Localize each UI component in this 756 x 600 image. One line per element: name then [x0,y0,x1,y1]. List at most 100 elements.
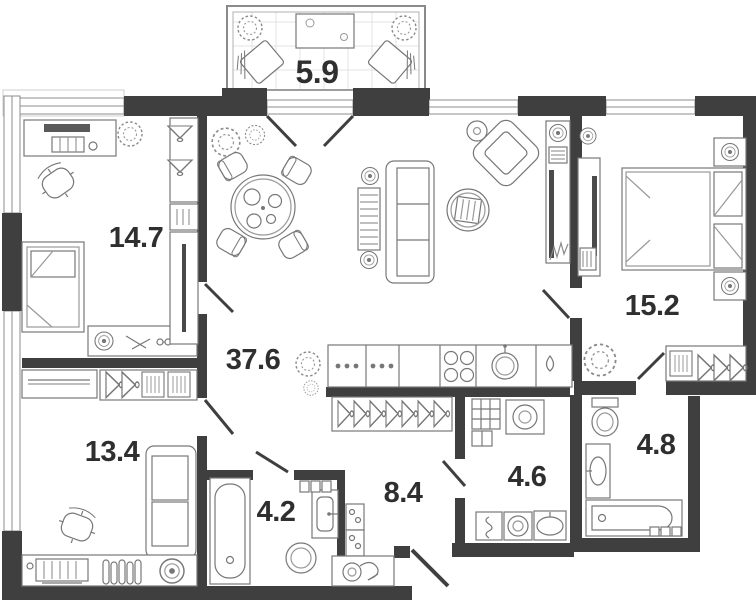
wall-room2-hall-upper [197,364,207,398]
nightstand-bottom [713,271,747,301]
wall-bottom-ensuite [574,538,700,552]
wall-ensuite-right [688,396,700,542]
balcony-door-reveal-left [265,114,298,148]
tv-icon [182,244,186,332]
wall-bottom [2,586,412,600]
pillow-icon [30,250,76,278]
room-label-room2: 13.4 [85,436,140,468]
wall-bottom-wc [452,543,574,557]
door-bedroom [541,288,571,320]
media-wall-bedroom [577,127,601,277]
speaker-icon [159,558,185,584]
wall-left-mid [2,213,22,311]
windows [2,89,696,532]
balcony-plant-left [237,15,263,41]
balcony-lounger-right [367,40,416,84]
wall-left-bottom [2,531,22,600]
desk [23,119,117,157]
wall-room2-hall-lower [197,436,207,586]
doors [203,114,666,588]
door-study [203,282,235,314]
side-table [466,120,488,142]
wall-entrance-stub [394,546,410,558]
cabinet-knobs [335,363,394,369]
wall-top-1 [124,96,267,116]
monitor-icon [44,124,90,132]
armchair [472,119,540,187]
room-bedroom-furniture [577,127,749,382]
wall-bedroom-bottom-right [666,381,756,395]
wall-bedroom-bottom-left [574,381,636,395]
plant-icon [549,240,569,261]
window-left-upper [3,95,21,214]
balcony-door [266,99,354,115]
room-label-study: 14.7 [109,222,163,254]
wall-top-2 [353,96,429,116]
window-left-lower [3,310,21,532]
media-shelf-room2 [21,554,198,587]
wardrobe-bedroom [665,345,749,382]
walls [2,96,756,600]
ensuite-furniture [585,397,683,537]
coffee-table [446,188,490,232]
vent-boxes [649,526,682,537]
room-label-bedroom: 15.2 [625,290,679,322]
plant-icon [244,124,266,146]
mouse-icon [88,141,98,151]
shoe-cabinet [345,503,365,557]
room-label-hall: 8.4 [384,477,423,509]
wall-study-living-lower [197,314,207,364]
water-heater [475,511,503,541]
balcony-plant-right [391,15,417,41]
shelf-unit [357,166,381,270]
washer [503,511,533,541]
room-label-wc: 4.6 [508,461,547,493]
plant-icon [303,380,319,396]
sink-icon [491,344,519,380]
bed-double [621,167,747,271]
window-bench [21,369,98,399]
wc-furniture [471,398,567,541]
window-living [428,99,519,115]
wardrobe-study [167,117,199,345]
sofa-living [385,160,435,284]
room-label-living: 37.6 [226,344,281,376]
shelf-grid [471,398,501,447]
toilet [285,542,317,574]
washing-machine-top [505,399,545,435]
balcony-glazing-inner [232,11,420,91]
door-ensuite [636,351,666,381]
ensuite-toilet [591,397,619,437]
wall-bathroom-top-right [294,470,345,480]
room2-furniture [21,369,198,587]
room-label-balcony: 5.9 [296,54,339,90]
wall-wc-left-upper [455,397,465,459]
balcony-table [295,13,355,49]
wall-top-3 [518,96,606,116]
plant-icon [117,121,143,147]
tv-console-living [545,120,571,264]
chair-room2 [52,502,102,551]
hall-furniture [331,396,453,587]
tv-icon [592,176,597,256]
faucet-drop-icon [545,355,555,372]
door-wc [441,460,467,487]
tv-icon [549,170,554,258]
window-study [7,97,125,115]
window-bedroom [605,99,696,115]
wall-wc-ensuite [570,395,582,543]
wall-kitchen-wc [326,387,570,397]
pillow-icon [713,171,743,217]
bathroom-furniture [209,477,339,585]
door-room2 [203,399,235,435]
wall-wc-left-lower [455,498,465,545]
room-label-bathroom: 4.2 [257,496,296,528]
dining-set [213,149,315,262]
wardrobe-room2 [99,369,198,401]
vacuum-cleaner [331,555,395,587]
kitchen-counter [327,344,573,388]
door-bathroom [255,450,289,474]
wall-top-4 [695,96,756,116]
